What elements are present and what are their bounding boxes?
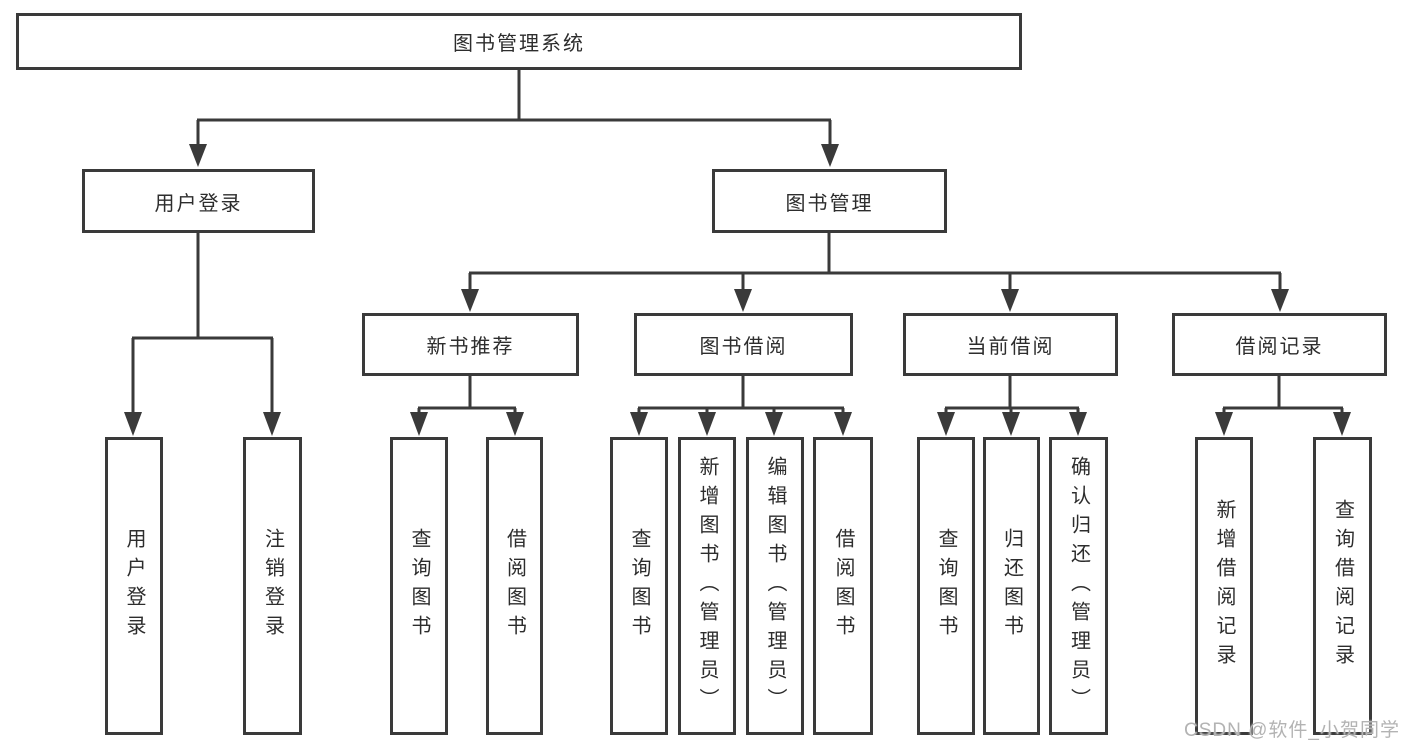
node-book-borrowing: 图书借阅 bbox=[634, 313, 853, 376]
node-user-login: 用户登录 bbox=[82, 169, 315, 233]
arrowheads bbox=[124, 144, 1351, 436]
leaf-logout-label: 注销登录 bbox=[261, 528, 284, 644]
node-current-borrowing: 当前借阅 bbox=[903, 313, 1118, 376]
node-root-label: 图书管理系统 bbox=[453, 33, 585, 55]
leaf-query-books-1: 查询图书 bbox=[390, 437, 448, 735]
node-current-borrowing-label: 当前借阅 bbox=[966, 336, 1055, 358]
leaf-borrow-books-2-label: 借阅图书 bbox=[832, 528, 854, 644]
leaf-query-borrow-record-label: 查询借阅记录 bbox=[1331, 499, 1354, 673]
node-book-borrowing-label: 图书借阅 bbox=[699, 336, 788, 358]
leaf-query-books-3-label: 查询图书 bbox=[935, 528, 957, 644]
leaf-borrow-books-2: 借阅图书 bbox=[813, 437, 873, 735]
csdn-watermark: CSDN @软件_小贺同学 bbox=[1184, 720, 1400, 741]
leaf-query-books-1-label: 查询图书 bbox=[408, 528, 430, 644]
leaf-user-login-label: 用户登录 bbox=[123, 528, 145, 644]
leaf-return-books-label: 归还图书 bbox=[1000, 528, 1023, 644]
leaf-add-books-admin-label: 新增图书（管理员） bbox=[696, 455, 718, 717]
leaf-query-books-2-label: 查询图书 bbox=[628, 528, 650, 644]
leaf-add-books-admin: 新增图书（管理员） bbox=[678, 437, 736, 735]
leaf-return-books: 归还图书 bbox=[983, 437, 1040, 735]
leaf-query-books-2: 查询图书 bbox=[610, 437, 668, 735]
leaf-edit-books-admin: 编辑图书（管理员） bbox=[746, 437, 804, 735]
node-user-login-label: 用户登录 bbox=[154, 192, 243, 215]
connector-paths bbox=[131, 70, 1344, 418]
node-root: 图书管理系统 bbox=[16, 13, 1022, 70]
leaf-confirm-return-admin-label: 确认归还（管理员） bbox=[1067, 455, 1090, 717]
node-borrowing-records: 借阅记录 bbox=[1172, 313, 1387, 376]
leaf-confirm-return-admin: 确认归还（管理员） bbox=[1049, 437, 1108, 735]
leaf-edit-books-admin-label: 编辑图书（管理员） bbox=[764, 455, 786, 717]
leaf-query-books-3: 查询图书 bbox=[917, 437, 975, 735]
leaf-add-borrow-record-label: 新增借阅记录 bbox=[1213, 499, 1235, 673]
node-new-book-recommend: 新书推荐 bbox=[362, 313, 579, 376]
leaf-borrow-books-1-label: 借阅图书 bbox=[503, 528, 526, 644]
leaf-logout: 注销登录 bbox=[243, 437, 302, 735]
node-book-management: 图书管理 bbox=[712, 169, 947, 233]
leaf-user-login: 用户登录 bbox=[105, 437, 163, 735]
node-book-management-label: 图书管理 bbox=[785, 192, 874, 215]
leaf-borrow-books-1: 借阅图书 bbox=[486, 437, 543, 735]
leaf-add-borrow-record: 新增借阅记录 bbox=[1195, 437, 1253, 735]
leaf-query-borrow-record: 查询借阅记录 bbox=[1313, 437, 1372, 735]
node-new-book-recommend-label: 新书推荐 bbox=[426, 336, 515, 358]
node-borrowing-records-label: 借阅记录 bbox=[1235, 336, 1324, 358]
